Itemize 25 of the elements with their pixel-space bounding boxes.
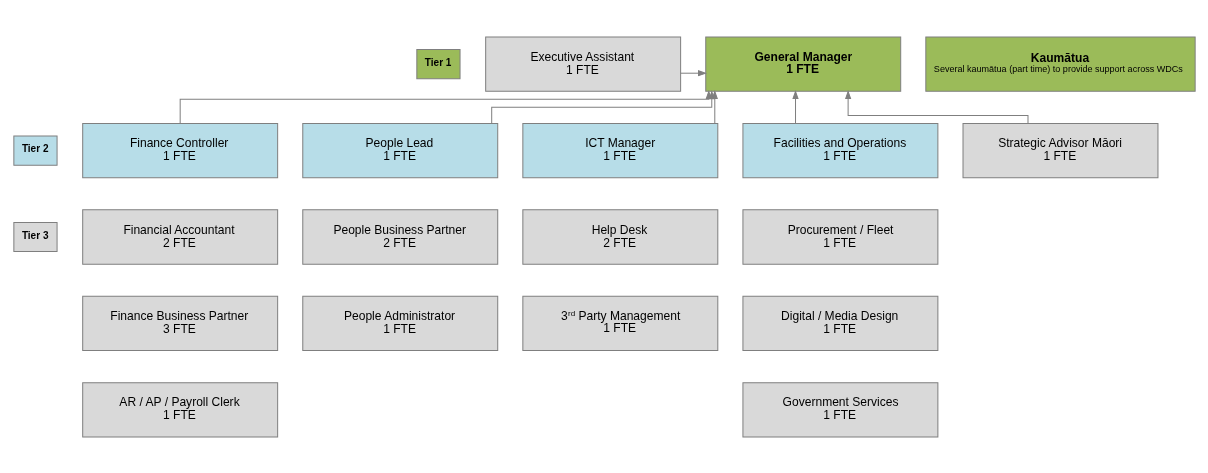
node-box: General Manager 1 FTE [704,36,901,92]
node-box: Finance Business Partner 3 FTE [81,295,278,351]
arrow [844,90,1028,124]
node-box: AR / AP / Payroll Clerk 1 FTE [81,381,278,437]
node-box: Strategic Advisor Māori 1 FTE [962,122,1158,178]
legend-label: Tier 1 [424,56,451,68]
node-box: Procurement / Fleet 1 FTE [741,208,938,265]
legend-label: Tier 2 [21,142,48,154]
node-box: People Business Partner 2 FTE [301,208,498,265]
node-box: 3$^{rd}$ Party Management 1 FTE [521,295,718,351]
node-box: Finance Controller 1 FTE [81,122,278,178]
node-box: People Lead 1 FTE [301,122,498,178]
node-box: Government Services 1 FTE [741,381,938,437]
arrow [679,69,706,76]
node-box: Digital / Media Design 1 FTE [741,295,938,351]
node-box: Executive Assistant 1 FTE [484,36,681,92]
legend-label: Tier 3 [21,229,48,241]
arrow [792,90,798,124]
node-box: People Administrator 1 FTE [301,295,498,351]
node-box: Facilities and Operations 1 FTE [741,122,938,178]
node-box: Financial Accountant 2 FTE [81,208,278,265]
node-box: Kaumātua Several kaumātua (part time) to provide support across WDCs [924,36,1196,92]
node-box: Help Desk 2 FTE [521,208,718,265]
arrow [711,90,718,124]
node-box: ICT Manager 1 FTE [521,122,718,178]
